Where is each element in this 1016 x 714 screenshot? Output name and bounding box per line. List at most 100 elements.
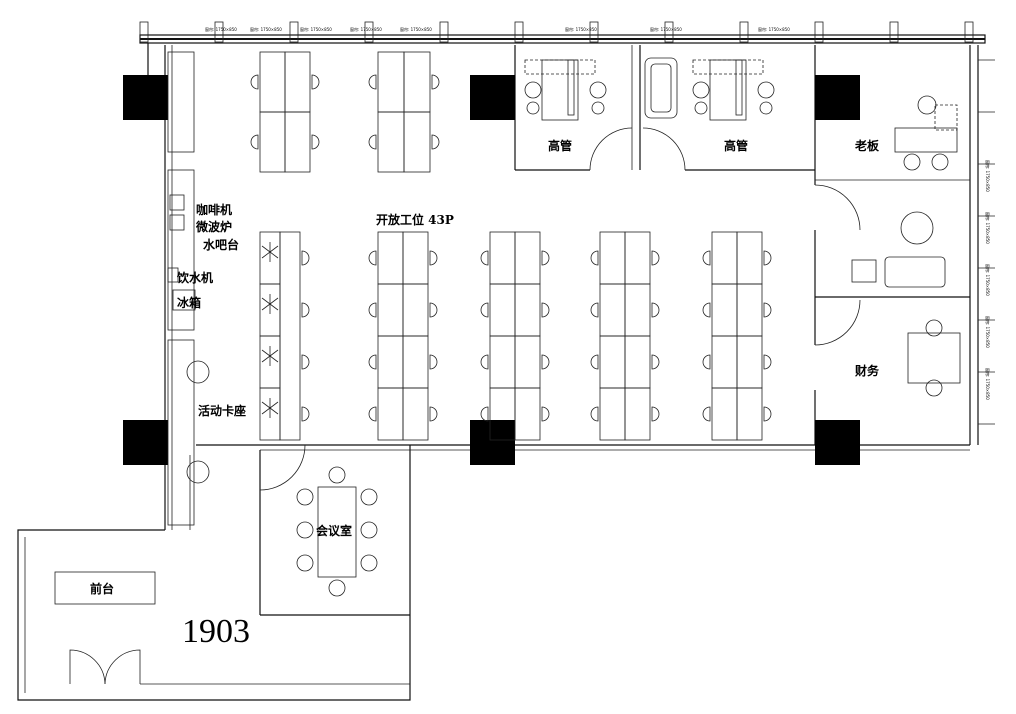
window-dimension-label: 窗帘: 1750×850 (205, 26, 237, 32)
chair (541, 250, 550, 266)
window-mullion (514, 21, 524, 43)
chair (541, 406, 550, 422)
chair (368, 250, 377, 266)
chair (429, 250, 438, 266)
chair (368, 302, 377, 318)
window-mullion (664, 21, 674, 43)
window-dimension-label: 窗帘: 1750×850 (300, 26, 332, 32)
window-dimension-label: 窗帘: 1750×850 (565, 26, 597, 32)
exec-desk (541, 59, 579, 121)
desk (402, 387, 429, 441)
chair (480, 406, 489, 422)
chair (925, 319, 943, 337)
chair (590, 250, 599, 266)
sofa (644, 57, 678, 119)
desk (489, 335, 516, 389)
desk (736, 387, 763, 441)
desk (624, 283, 651, 337)
outer-walls (17, 34, 986, 701)
window-dimension-label: 窗帘: 1750×850 (650, 26, 682, 32)
desk (599, 387, 626, 441)
chair (702, 406, 711, 422)
chair (360, 554, 378, 572)
desk (736, 231, 763, 285)
desk (514, 387, 541, 441)
exec-office-1-label: 高管 (548, 138, 572, 153)
coffee-machine-label: 咖啡机 (196, 202, 232, 217)
water-dispenser-label: 饮水机 (176, 270, 213, 285)
boss-office-label: 老板 (855, 138, 880, 153)
desk (711, 335, 738, 389)
chair (250, 74, 259, 90)
pantry: 咖啡机 微波炉 水吧台 饮水机 冰箱 活动卡座 (167, 51, 246, 526)
desk (624, 387, 651, 441)
chair (651, 302, 660, 318)
chair (431, 74, 440, 90)
boss-desk (894, 127, 958, 153)
side-dimension-label: 窗帘: 1750×850 (985, 368, 991, 400)
desk (711, 231, 738, 285)
chair (480, 302, 489, 318)
desk (599, 335, 626, 389)
window-dimension-label: 窗帘: 1750×850 (250, 26, 282, 32)
structural-columns (123, 75, 860, 465)
cabinet (524, 59, 596, 75)
chair (702, 302, 711, 318)
window-mullion (439, 21, 449, 43)
chair (296, 488, 314, 506)
chair (590, 302, 599, 318)
chair (360, 488, 378, 506)
desk (711, 283, 738, 337)
chair (480, 354, 489, 370)
plant-icon (261, 346, 279, 366)
window-mullion (289, 21, 299, 43)
desk (377, 231, 404, 285)
desk (259, 111, 286, 173)
window-dimension-label: 窗帘: 1750×850 (758, 26, 790, 32)
chair (429, 406, 438, 422)
chair (763, 302, 772, 318)
chair (925, 379, 943, 397)
chair (524, 81, 542, 99)
desk (279, 231, 301, 441)
desk (377, 387, 404, 441)
window-mullion (589, 21, 599, 43)
desk (403, 111, 431, 173)
chair (368, 406, 377, 422)
desk (624, 335, 651, 389)
meeting-table (317, 486, 357, 578)
window-dimensions: 窗帘: 1750×850 窗帘: 1750×850 窗帘: 1750×850 窗帘: … (139, 21, 995, 425)
chair (763, 406, 772, 422)
exec-office-2-label: 高管 (724, 138, 748, 153)
desk (489, 231, 516, 285)
chair (763, 354, 772, 370)
chair (368, 134, 377, 150)
window-mullion (889, 21, 899, 43)
chair (296, 554, 314, 572)
chair (757, 81, 775, 99)
chair (702, 250, 711, 266)
cabinet (692, 59, 764, 75)
desk (736, 283, 763, 337)
chair (651, 354, 660, 370)
chair (328, 579, 346, 597)
window-mullion (364, 21, 374, 43)
chair (590, 406, 599, 422)
desk (514, 283, 541, 337)
window-mullion (139, 21, 149, 43)
plant-icon (261, 294, 279, 314)
desk (624, 231, 651, 285)
monitor (567, 59, 575, 116)
window-dimension-label: 窗帘: 1750×850 (350, 26, 382, 32)
window-mullion (214, 21, 224, 43)
chair (429, 302, 438, 318)
chair (328, 466, 346, 484)
chair (431, 134, 440, 150)
water-bar-label: 水吧台 (203, 237, 239, 252)
chair (917, 95, 937, 115)
lounge-booth-label: 活动卡座 (198, 403, 246, 418)
chair (651, 250, 660, 266)
plant-icon (261, 242, 279, 262)
finance-desk (907, 332, 961, 384)
